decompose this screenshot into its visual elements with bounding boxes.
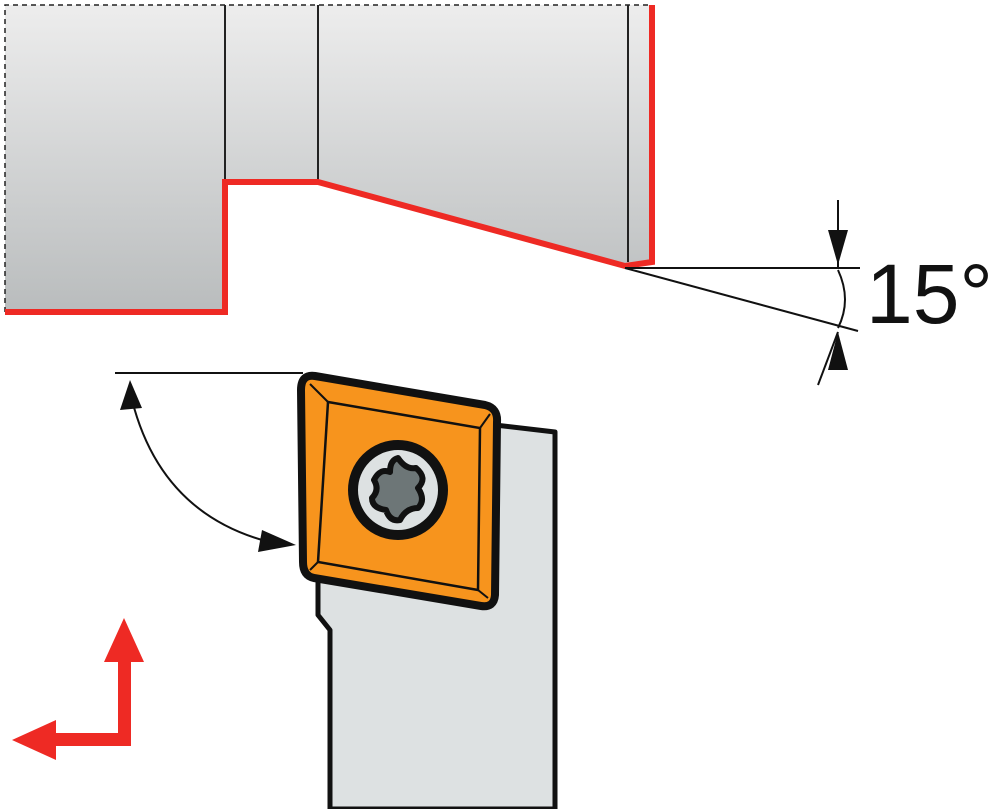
torx-screw-icon [348, 440, 448, 540]
feed-direction-arrows [12, 618, 144, 760]
cutting-insert [297, 371, 502, 611]
angle-label: 15° [866, 247, 994, 341]
insert-angle-dimension [115, 372, 303, 552]
workpiece [4, 4, 655, 315]
machined-profile-edge [5, 5, 655, 315]
approach-angle-dimension [624, 200, 860, 386]
